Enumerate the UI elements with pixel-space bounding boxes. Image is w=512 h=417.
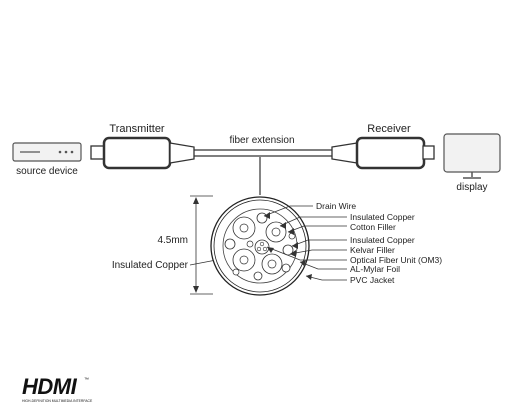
callout-kelvar-filler: Kelvar Filler bbox=[350, 245, 395, 255]
callout-pvc-jacket: PVC Jacket bbox=[350, 275, 395, 285]
transmitter-label: Transmitter bbox=[109, 123, 165, 135]
callout-cotton-filler: Cotton Filler bbox=[350, 222, 396, 232]
display-label: display bbox=[456, 182, 487, 193]
hdmi-logo-text: HDMI bbox=[22, 374, 78, 399]
callout-drain-wire: Drain Wire bbox=[316, 201, 356, 211]
callout-arrowheads bbox=[264, 212, 312, 280]
diameter-label: 4.5mm bbox=[157, 235, 188, 246]
display-monitor-icon bbox=[443, 133, 501, 179]
source-device-icon bbox=[12, 142, 82, 162]
callout-insulated-copper-1: Insulated Copper bbox=[350, 212, 415, 222]
hdmi-logo: HDMI ™ HIGH-DEFINITION MULTIMEDIA INTERF… bbox=[22, 374, 93, 403]
fiber-extension-label: fiber extension bbox=[229, 135, 294, 146]
callout-insulated-copper-2: Insulated Copper bbox=[350, 235, 415, 245]
left-insulated-copper-label: Insulated Copper bbox=[112, 260, 189, 271]
cable-cross-section bbox=[210, 196, 310, 296]
receiver-label: Receiver bbox=[367, 123, 411, 135]
receiver-connector bbox=[331, 136, 435, 170]
hdmi-logo-tm: ™ bbox=[84, 377, 89, 383]
hdmi-logo-tagline: HIGH-DEFINITION MULTIMEDIA INTERFACE bbox=[22, 399, 93, 403]
fiber-cable bbox=[194, 149, 332, 157]
source-device-label: source device bbox=[16, 166, 78, 177]
transmitter-connector bbox=[90, 136, 195, 170]
callout-optical-fiber-unit: Optical Fiber Unit (OM3) bbox=[350, 255, 442, 265]
dimension-marker bbox=[190, 195, 213, 295]
callout-al-mylar-foil: AL-Mylar Foil bbox=[350, 264, 400, 274]
